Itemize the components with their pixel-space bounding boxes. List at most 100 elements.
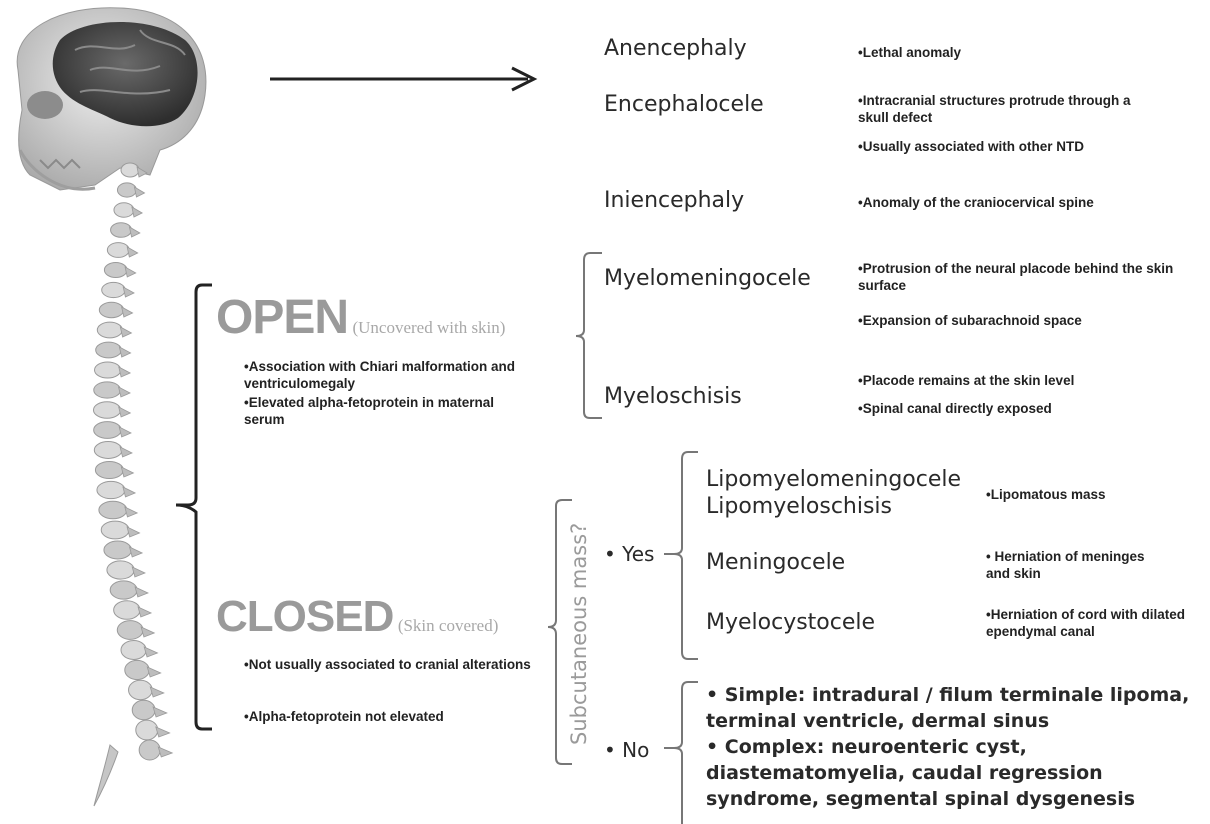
yes-bracket: [664, 451, 698, 660]
term-myeloschisis: Myeloschisis: [604, 384, 742, 409]
term-myelocystocele: Myelocystocele: [706, 610, 876, 635]
vertebra: [109, 580, 138, 600]
spine-icon: [92, 162, 174, 807]
no-note-complex: • Complex: neuroenteric cyst, diastemato…: [706, 736, 1136, 810]
term-lipomyeloschisis-line: Lipomyeloschisis: [706, 494, 893, 519]
yes-label: • Yes: [604, 542, 655, 566]
closed-bracket: [547, 499, 572, 765]
vertebra: [103, 261, 128, 279]
spinous-process: [143, 646, 159, 658]
term-lipomyelomeningocele: Lipomyelomeningocele Lipomyeloschisis: [706, 466, 961, 520]
vertebra: [94, 460, 124, 480]
spinous-process: [157, 746, 174, 758]
spinous-process: [124, 266, 137, 278]
vertebra: [95, 341, 122, 359]
spinous-process: [120, 466, 135, 478]
note-myeloschisis-2: •Spinal canal directly exposed: [858, 401, 1052, 416]
spinous-process: [134, 586, 149, 598]
vertebra: [100, 520, 130, 540]
vertebra: [131, 699, 156, 721]
vertebra: [93, 441, 123, 459]
closed-heading: CLOSED (Skin covered): [216, 592, 498, 642]
open-heading: OPEN (Uncovered with skin): [216, 290, 505, 345]
vertebra: [120, 162, 140, 178]
spinous-process: [140, 626, 156, 638]
open-note-1: •Association with Chiari malformation an…: [244, 359, 516, 391]
spinous-process: [126, 526, 141, 538]
spinous-process: [146, 666, 162, 678]
vertebra: [128, 679, 153, 701]
spinous-process: [118, 426, 132, 438]
spinous-process: [131, 206, 144, 218]
note-myelomeningocele-2: •Expansion of subarachnoid space: [858, 313, 1082, 328]
vertebra: [101, 281, 126, 299]
closed-note-1: •Not usually associated to cranial alter…: [244, 657, 531, 672]
note-iniencephaly: •Anomaly of the craniocervical spine: [858, 195, 1094, 210]
spinous-process: [128, 226, 141, 238]
closed-note-2: •Alpha-fetoprotein not elevated: [244, 709, 444, 724]
spinous-process: [124, 506, 139, 518]
vertebra: [113, 202, 135, 218]
closed-subtitle: (Skin covered): [397, 616, 499, 635]
vertebra: [106, 242, 130, 258]
term-myelomeningocele: Myelomeningocele: [604, 266, 811, 291]
spinous-process: [121, 306, 134, 318]
spinous-process: [152, 706, 168, 718]
right-arrow-icon: [270, 66, 538, 92]
term-encephalocele: Encephalocele: [604, 92, 764, 117]
spinous-process: [118, 366, 132, 378]
spinous-process: [131, 566, 146, 578]
vertebra: [96, 480, 126, 500]
vertebra: [116, 182, 137, 198]
vertebra: [113, 600, 141, 620]
no-label: • No: [604, 738, 650, 762]
coccyx: [93, 744, 119, 807]
vertebra: [98, 500, 128, 520]
vertebra: [135, 719, 159, 741]
spinous-process: [117, 386, 131, 398]
note-myeloschisis-1: •Placode remains at the skin level: [858, 373, 1075, 388]
spinous-process: [155, 726, 171, 738]
note-myelocystocele: •Herniation of cord with dilated ependym…: [986, 607, 1185, 639]
no-note-simple: • Simple: intradural / filum terminale l…: [706, 684, 1190, 732]
vertebra: [93, 421, 122, 439]
skull-spine-illustration: [16, 7, 207, 807]
term-lipomyelomeningocele-line: Lipomyelomeningocele: [706, 467, 962, 492]
spinous-process: [126, 246, 139, 258]
vertebra: [92, 401, 122, 419]
vertebra: [106, 560, 135, 580]
skull-icon: [16, 7, 207, 191]
closed-title: CLOSED: [216, 592, 394, 641]
vertebra: [93, 381, 122, 399]
spinous-process: [122, 286, 135, 298]
vertebra: [110, 222, 132, 238]
note-lipomatous: •Lipomatous mass: [986, 487, 1106, 502]
vertebra: [138, 739, 161, 761]
spinous-process: [119, 446, 133, 458]
spinous-process: [128, 546, 144, 558]
spinous-process: [137, 606, 153, 618]
subcutaneous-question: Subcutaneous mass?: [567, 523, 591, 745]
note-encephalocele-1: •Intracranial structures protrude throug…: [858, 93, 1131, 125]
spinous-process: [122, 486, 137, 498]
open-title: OPEN: [216, 291, 349, 344]
spinous-process: [119, 326, 133, 338]
no-bracket: [664, 681, 698, 824]
note-encephalocele-2: •Usually associated with other NTD: [858, 139, 1085, 154]
vertebra: [120, 640, 147, 660]
open-subtitle: (Uncovered with skin): [352, 318, 506, 337]
vertebra: [96, 321, 123, 339]
note-anencephaly: •Lethal anomaly: [858, 45, 962, 60]
term-meningocele: Meningocele: [706, 550, 846, 575]
term-anencephaly: Anencephaly: [604, 36, 747, 61]
spinous-process: [136, 166, 148, 178]
note-myelomeningocele-1: •Protrusion of the neural placode behind…: [858, 261, 1174, 293]
vertebra: [124, 659, 150, 681]
spinous-process: [118, 406, 132, 418]
vertebra: [98, 301, 125, 319]
vertebra: [93, 361, 122, 379]
open-note-2: •Elevated alpha-fetoprotein in maternal …: [244, 395, 495, 427]
spinous-process: [133, 186, 146, 198]
note-meningocele: • Herniation of meninges and skin: [986, 549, 1145, 581]
vertebra: [103, 540, 133, 560]
